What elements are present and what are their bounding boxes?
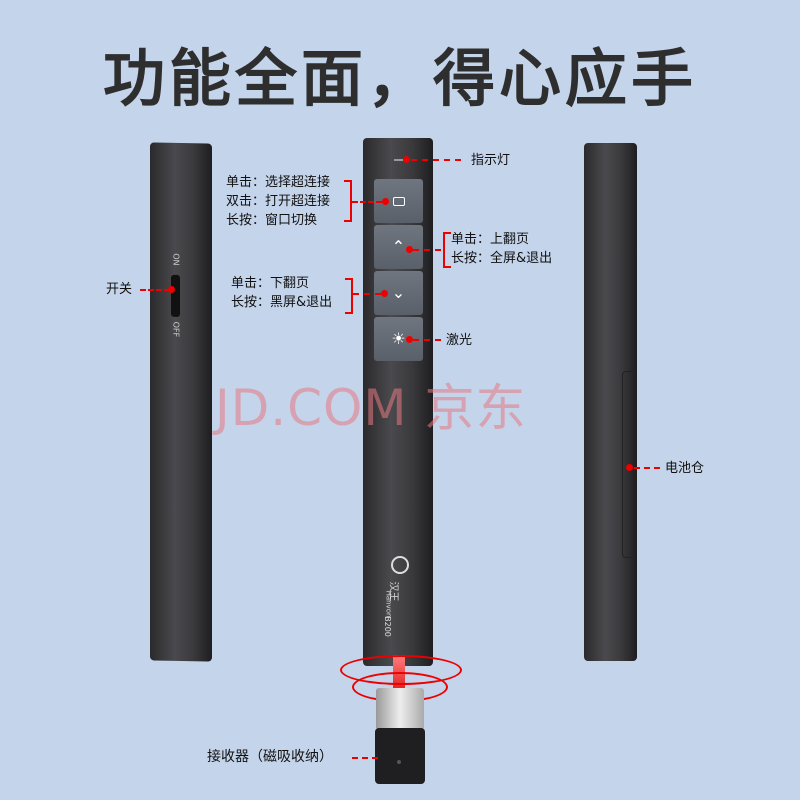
connector bbox=[413, 249, 441, 251]
marker-dot bbox=[382, 198, 389, 205]
connector bbox=[411, 159, 461, 161]
device-side-right bbox=[584, 143, 637, 661]
switch-on-label: ON bbox=[171, 253, 181, 266]
marker-dot bbox=[403, 156, 410, 163]
marker-dot bbox=[381, 290, 388, 297]
connector bbox=[140, 289, 170, 291]
switch-off-label: OFF bbox=[171, 321, 181, 338]
receiver-label: 接收器（磁吸收纳） bbox=[207, 749, 333, 765]
chevron-down-icon: ⌄ bbox=[391, 283, 406, 302]
laser-icon: ☀ bbox=[391, 329, 406, 348]
brand-en: Hanvon bbox=[384, 590, 393, 618]
bracket bbox=[344, 180, 352, 222]
window-button-desc: 单击：选择超连接 双击：打开超连接 长按：窗口切换 bbox=[226, 173, 330, 230]
chevron-up-icon: ⌃ bbox=[391, 237, 406, 256]
desc-line: 长按：黑屏&退出 bbox=[231, 295, 333, 310]
device-side-left: ON OFF bbox=[150, 142, 212, 662]
marker-dot bbox=[406, 246, 413, 253]
connector bbox=[413, 339, 441, 341]
indicator-light bbox=[394, 159, 403, 161]
usb-connector bbox=[376, 688, 424, 730]
connector bbox=[352, 757, 378, 759]
desc-line: 单击：下翻页 bbox=[231, 276, 310, 291]
watermark: JD.COM 京东 bbox=[215, 379, 527, 437]
desc-line: 双击：打开超连接 bbox=[226, 194, 331, 209]
switch-label: 开关 bbox=[106, 282, 133, 297]
laser-label: 激光 bbox=[446, 333, 473, 348]
marker-dot bbox=[406, 336, 413, 343]
desc-line: 单击：上翻页 bbox=[451, 232, 530, 247]
page-up-button[interactable]: ⌃ bbox=[374, 225, 423, 269]
page-up-desc: 单击：上翻页 长按：全屏&退出 bbox=[451, 230, 552, 268]
marker-dot bbox=[626, 464, 633, 471]
bracket bbox=[443, 232, 451, 268]
device-front: ⌃ ⌄ ☀ 汉王 Hanvon B200 bbox=[363, 138, 433, 666]
connector bbox=[352, 201, 382, 203]
desc-line: 长按：全屏&退出 bbox=[451, 251, 553, 266]
marker-dot bbox=[168, 286, 175, 293]
battery-label: 电池仓 bbox=[665, 461, 705, 476]
desc-line: 单击：选择超连接 bbox=[226, 175, 331, 190]
power-switch bbox=[171, 274, 180, 317]
model-name: B200 bbox=[382, 616, 392, 637]
page-down-desc: 单击：下翻页 长按：黑屏&退出 bbox=[231, 274, 332, 312]
connector bbox=[634, 467, 660, 469]
page-title: 功能全面，得心应手 bbox=[102, 42, 697, 115]
receiver-led bbox=[397, 760, 401, 764]
window-icon bbox=[392, 197, 405, 206]
receiver-body bbox=[375, 728, 425, 784]
desc-line: 长按：窗口切换 bbox=[226, 213, 318, 228]
connector bbox=[353, 293, 381, 295]
brand-logo bbox=[391, 556, 409, 574]
indicator-label: 指示灯 bbox=[471, 153, 511, 168]
bracket bbox=[345, 278, 353, 314]
battery-cover bbox=[622, 371, 634, 558]
